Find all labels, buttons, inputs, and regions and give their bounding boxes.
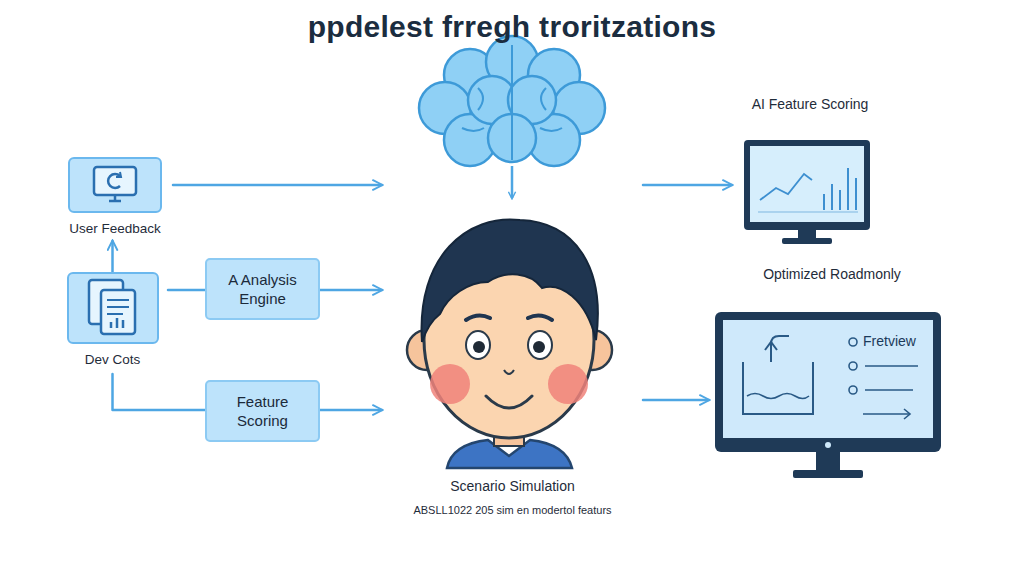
documents-icon bbox=[67, 272, 159, 344]
brain-arrow bbox=[511, 166, 514, 198]
process-box: A Analysis Engine bbox=[205, 258, 320, 320]
flow-arrow bbox=[643, 184, 732, 187]
brain-illustration bbox=[419, 36, 605, 166]
box-label: A Analysis Engine bbox=[215, 270, 310, 309]
icon-box bbox=[68, 157, 162, 213]
monitor-label: AI Feature Scoring bbox=[732, 96, 888, 112]
icon-node: Dev Cots bbox=[57, 272, 168, 372]
person-illustration bbox=[382, 170, 637, 470]
monitor-label: Optimized Roadmonly bbox=[709, 266, 955, 282]
node-label: User Feedback bbox=[57, 221, 173, 236]
icon-node: User Feedback bbox=[57, 157, 173, 241]
flow-arrow bbox=[168, 289, 205, 292]
chart-monitor bbox=[742, 138, 872, 248]
process-box: Feature Scoring bbox=[205, 380, 320, 442]
flow-arrow bbox=[173, 184, 382, 187]
person-node: Scenario SimulationABSLL1022 205 sim en … bbox=[382, 170, 643, 528]
box-label: Feature Scoring bbox=[215, 392, 310, 431]
node-label: Dev Cots bbox=[57, 352, 168, 367]
monitor-node: Optimized RoadmonlyFretview bbox=[709, 262, 955, 482]
flow-arrow bbox=[113, 374, 206, 410]
icon-box bbox=[67, 272, 159, 344]
diagram-title: ppdelest frregh troritzations bbox=[0, 10, 1024, 44]
flow-arrow bbox=[320, 409, 382, 412]
note-label: ABSLL1022 205 sim en modertol featurs bbox=[382, 504, 643, 516]
caption-label: Scenario Simulation bbox=[382, 478, 643, 494]
screen-label: Fretview bbox=[863, 333, 916, 349]
flow-arrow bbox=[320, 289, 382, 292]
monitor-node: AI Feature Scoring bbox=[732, 92, 888, 247]
monitor-figure bbox=[742, 138, 872, 252]
monitor-icon bbox=[68, 157, 162, 213]
flow-arrow bbox=[111, 241, 114, 272]
flow-arrow bbox=[643, 399, 709, 402]
